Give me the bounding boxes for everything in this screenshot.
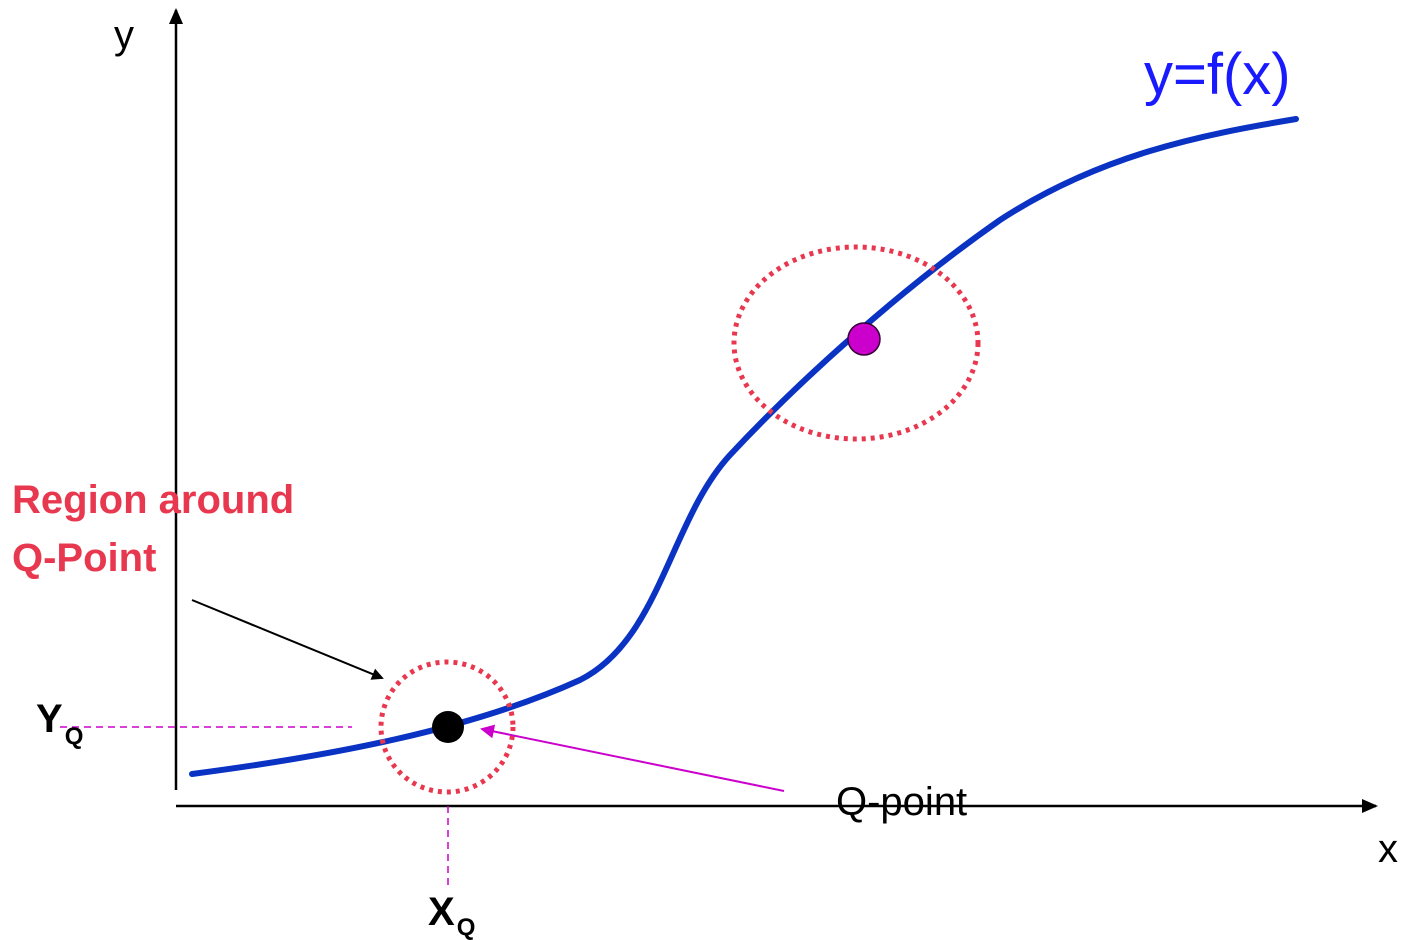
q-point-region (378, 659, 516, 795)
region-label-line1: Region around (12, 478, 294, 522)
x-axis-label: x (1378, 827, 1398, 871)
q-point-marker (432, 711, 464, 743)
yq-label: YQ (36, 697, 83, 750)
region-pointer-arrow (191, 599, 384, 680)
upper-point-marker (847, 322, 881, 356)
q-point-label: Q-point (836, 780, 967, 824)
xq-label: XQ (428, 890, 475, 940)
q-point-pointer-arrow (480, 724, 785, 792)
region-label-line2: Q-Point (12, 536, 156, 580)
upper-point-region (731, 244, 981, 442)
y-axis-label: y (114, 13, 134, 57)
function-label: y=f(x) (1144, 42, 1291, 107)
transfer-curve (189, 116, 1299, 777)
